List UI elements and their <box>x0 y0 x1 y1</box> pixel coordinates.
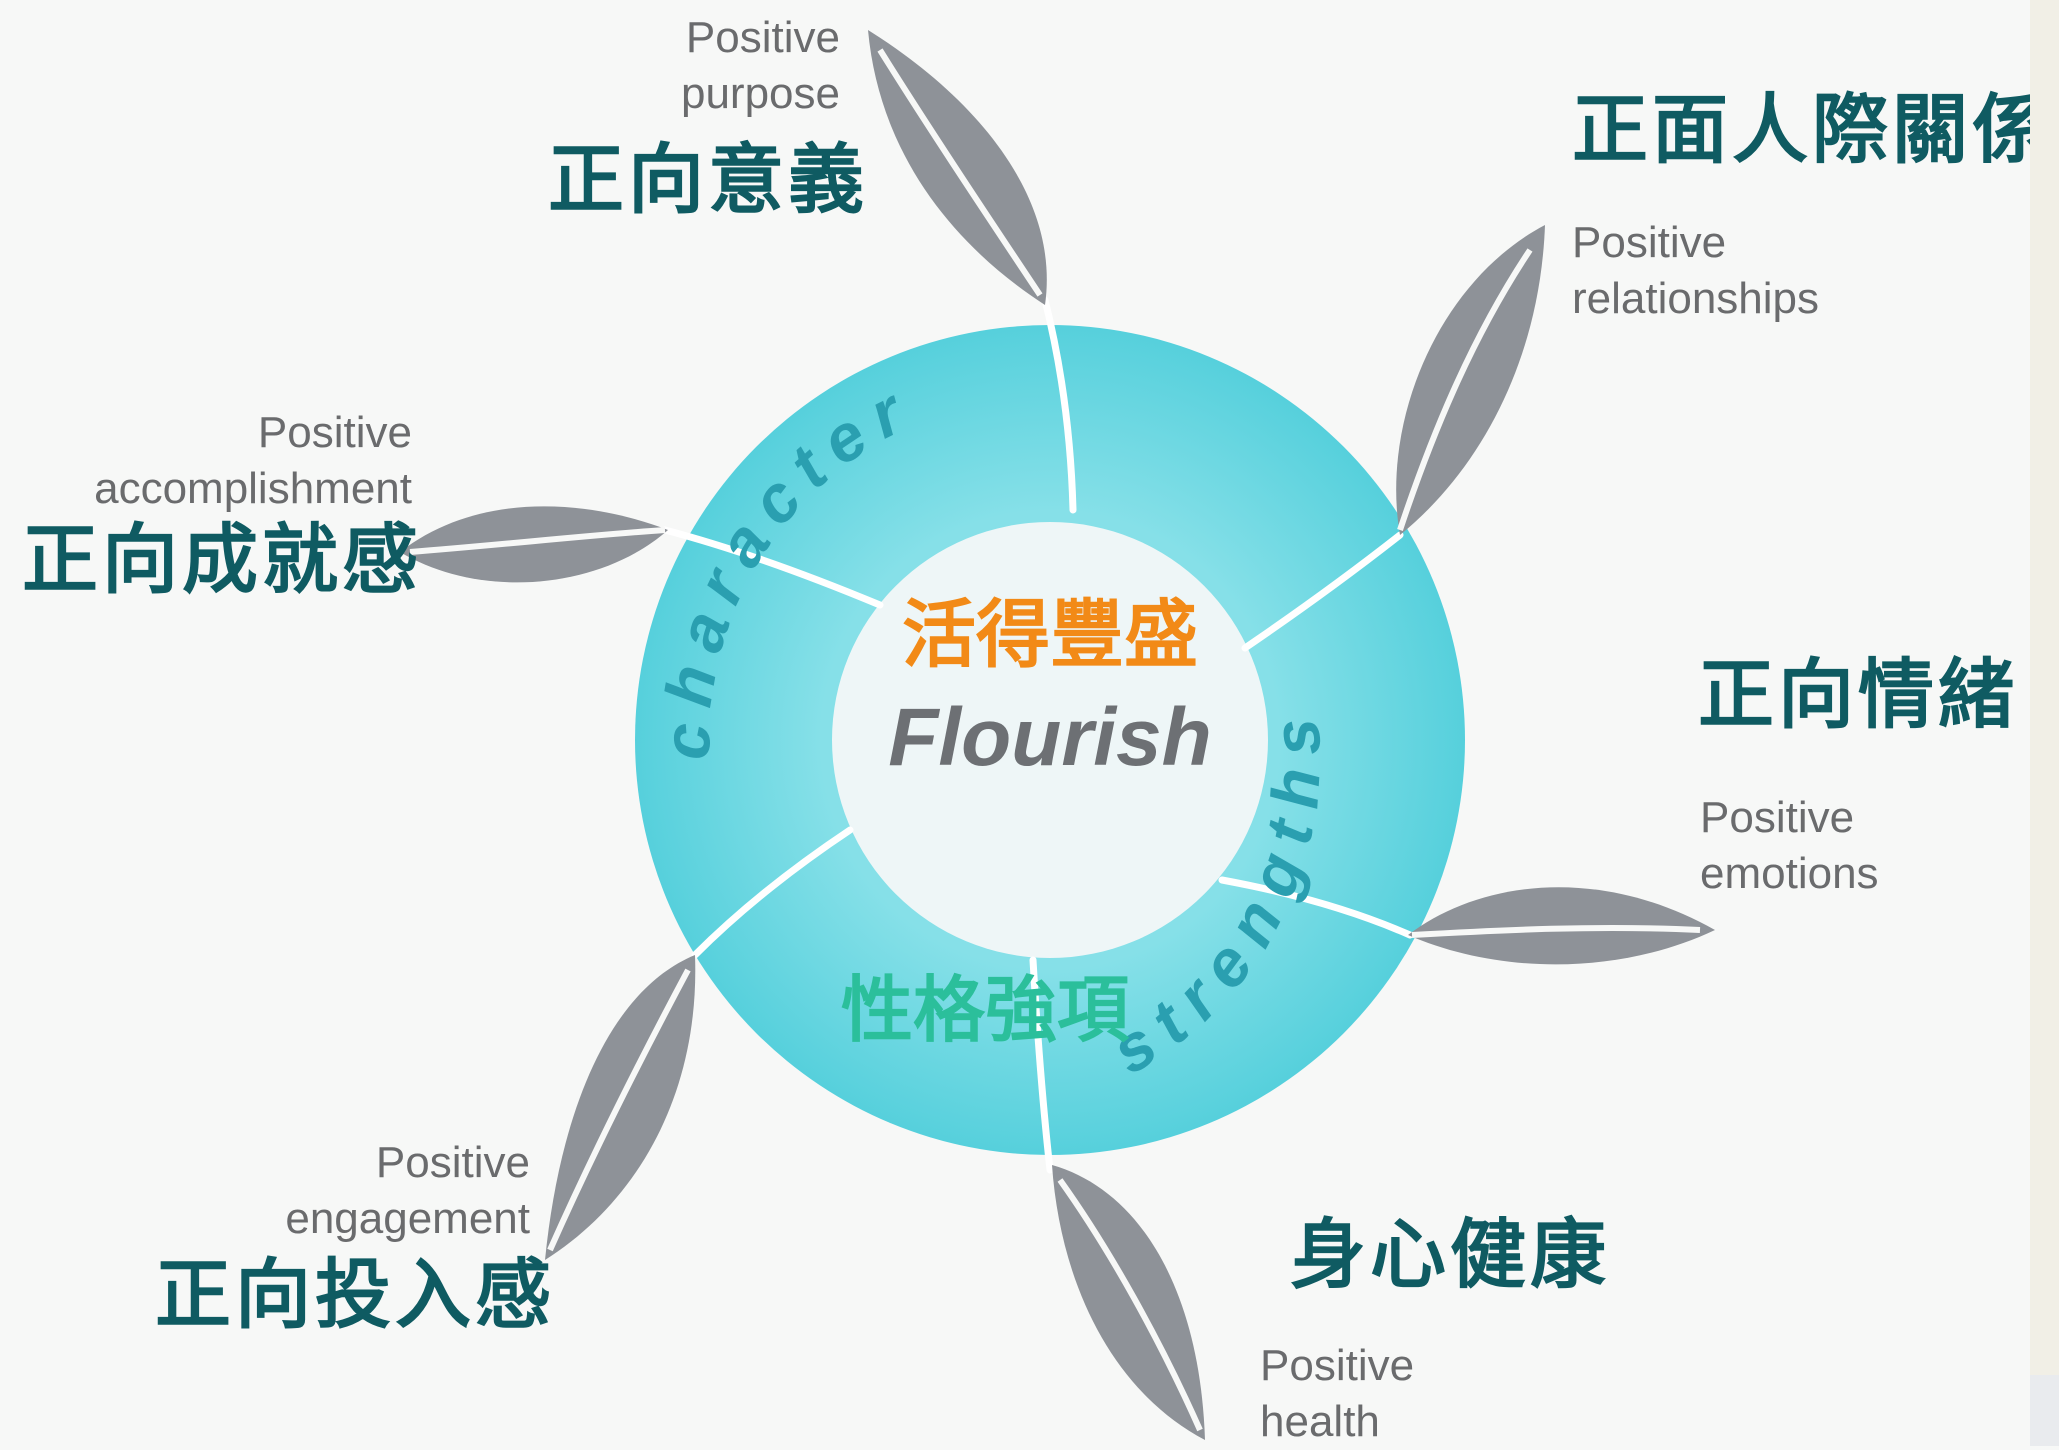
label-emotions-line2: emotions <box>1700 849 1879 898</box>
label-accomplishment-english: Positive accomplishment <box>20 405 412 517</box>
label-relationships-line2: relationships <box>1572 274 1820 323</box>
label-emotions-line1: Positive <box>1700 793 1855 842</box>
divider-accomplishment <box>661 526 884 609</box>
center-chinese-title: 活得豐盛 <box>902 592 1198 678</box>
divider-emotions <box>1218 876 1414 939</box>
leaf-emotions <box>1408 887 1715 965</box>
divider-purpose <box>1041 296 1077 514</box>
label-health-line2: health <box>1260 1397 1380 1446</box>
leaf-accomplishment <box>400 506 668 583</box>
center-english-title: Flourish <box>888 692 1211 783</box>
leaves <box>400 30 1715 1440</box>
label-accomplishment-line2: accomplishment <box>94 464 412 513</box>
leaf-health <box>1052 1165 1205 1440</box>
label-relationships-chinese: 正面人際關係 <box>1572 85 2052 174</box>
ring-dividers <box>661 296 1414 1174</box>
label-relationships-line1: Positive <box>1572 218 1727 267</box>
divider-relationships <box>1241 531 1404 652</box>
label-engagement-line2: engagement <box>285 1194 530 1243</box>
label-purpose-line2: purpose <box>680 69 840 118</box>
label-health-english: Positive health <box>1260 1338 1414 1450</box>
label-purpose-chinese: 正向意義 <box>548 135 868 224</box>
label-health-line1: Positive <box>1260 1341 1415 1390</box>
label-purpose-english: Positive purpose <box>640 10 840 122</box>
center-disk <box>832 522 1268 958</box>
label-engagement-chinese: 正向投入感 <box>155 1250 555 1339</box>
label-accomplishment-line1: Positive <box>257 408 412 457</box>
label-health-chinese: 身心健康 <box>1290 1210 1610 1299</box>
label-engagement-english: Positive engagement <box>230 1135 530 1247</box>
leaf-relationships <box>1396 225 1545 535</box>
leaf-purpose <box>868 30 1047 305</box>
label-relationships-english: Positive relationships <box>1572 215 1819 327</box>
label-purpose-line1: Positive <box>685 13 840 62</box>
label-accomplishment-chinese: 正向成就感 <box>22 515 422 604</box>
label-emotions-chinese: 正向情緒 <box>1698 650 2018 739</box>
label-emotions-english: Positive emotions <box>1700 790 1879 902</box>
right-edge-strip <box>2030 0 2059 1446</box>
right-edge-lower <box>2030 1375 2059 1446</box>
label-engagement-line1: Positive <box>375 1138 530 1187</box>
leaf-engagement <box>545 955 696 1260</box>
ring-chinese-label: 性格強項 <box>841 968 1130 1052</box>
divider-health <box>1029 956 1054 1174</box>
divider-engagement <box>691 826 854 959</box>
